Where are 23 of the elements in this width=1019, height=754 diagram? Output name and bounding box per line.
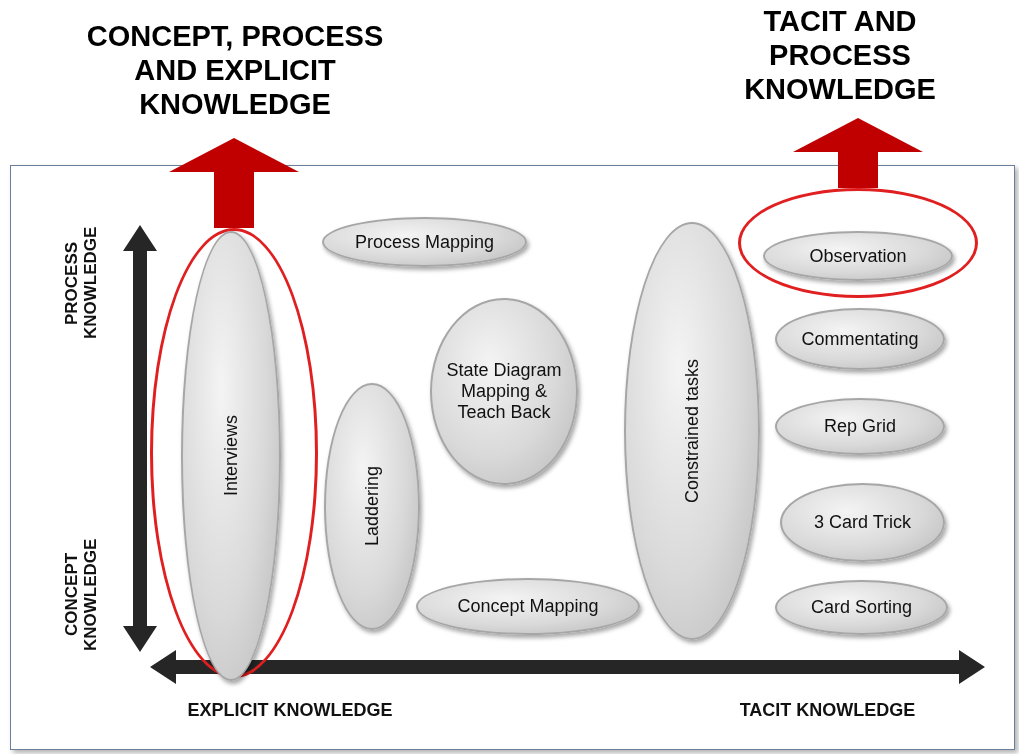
method-label: Process Mapping [353, 231, 496, 253]
heading: TACIT AND PROCESS KNOWLEDGE [690, 5, 990, 118]
oval-shape [763, 231, 953, 281]
method-label: Constrained tasks [680, 358, 703, 504]
heading: CONCEPT, PROCESS AND EXPLICIT KNOWLEDGE [80, 20, 390, 138]
method-label: 3 Card Trick [813, 512, 912, 533]
method-label: Concept Mapping [456, 596, 600, 617]
method-label: State Diagram Mapping & Teach Back [445, 360, 563, 423]
axis-label: PROCESS KNOWLEDGE [62, 225, 101, 342]
block-arrow [169, 138, 299, 228]
method-label: Laddering [360, 466, 383, 547]
method-label: Interviews [219, 415, 242, 497]
oval-shape [416, 578, 640, 635]
oval-shape [775, 398, 945, 455]
axis-label: TACIT KNOWLEDGE [738, 700, 917, 722]
highlight-ellipse [150, 228, 318, 678]
method-label: Card Sorting [809, 597, 914, 618]
highlight-ellipse [738, 188, 978, 298]
method-label: Observation [808, 245, 908, 267]
axis-label: EXPLICIT KNOWLEDGE [186, 700, 394, 722]
method-label: Commentating [800, 328, 920, 350]
axis-label: CONCEPT KNOWLEDGE [62, 537, 101, 653]
method-label: Rep Grid [823, 416, 897, 437]
